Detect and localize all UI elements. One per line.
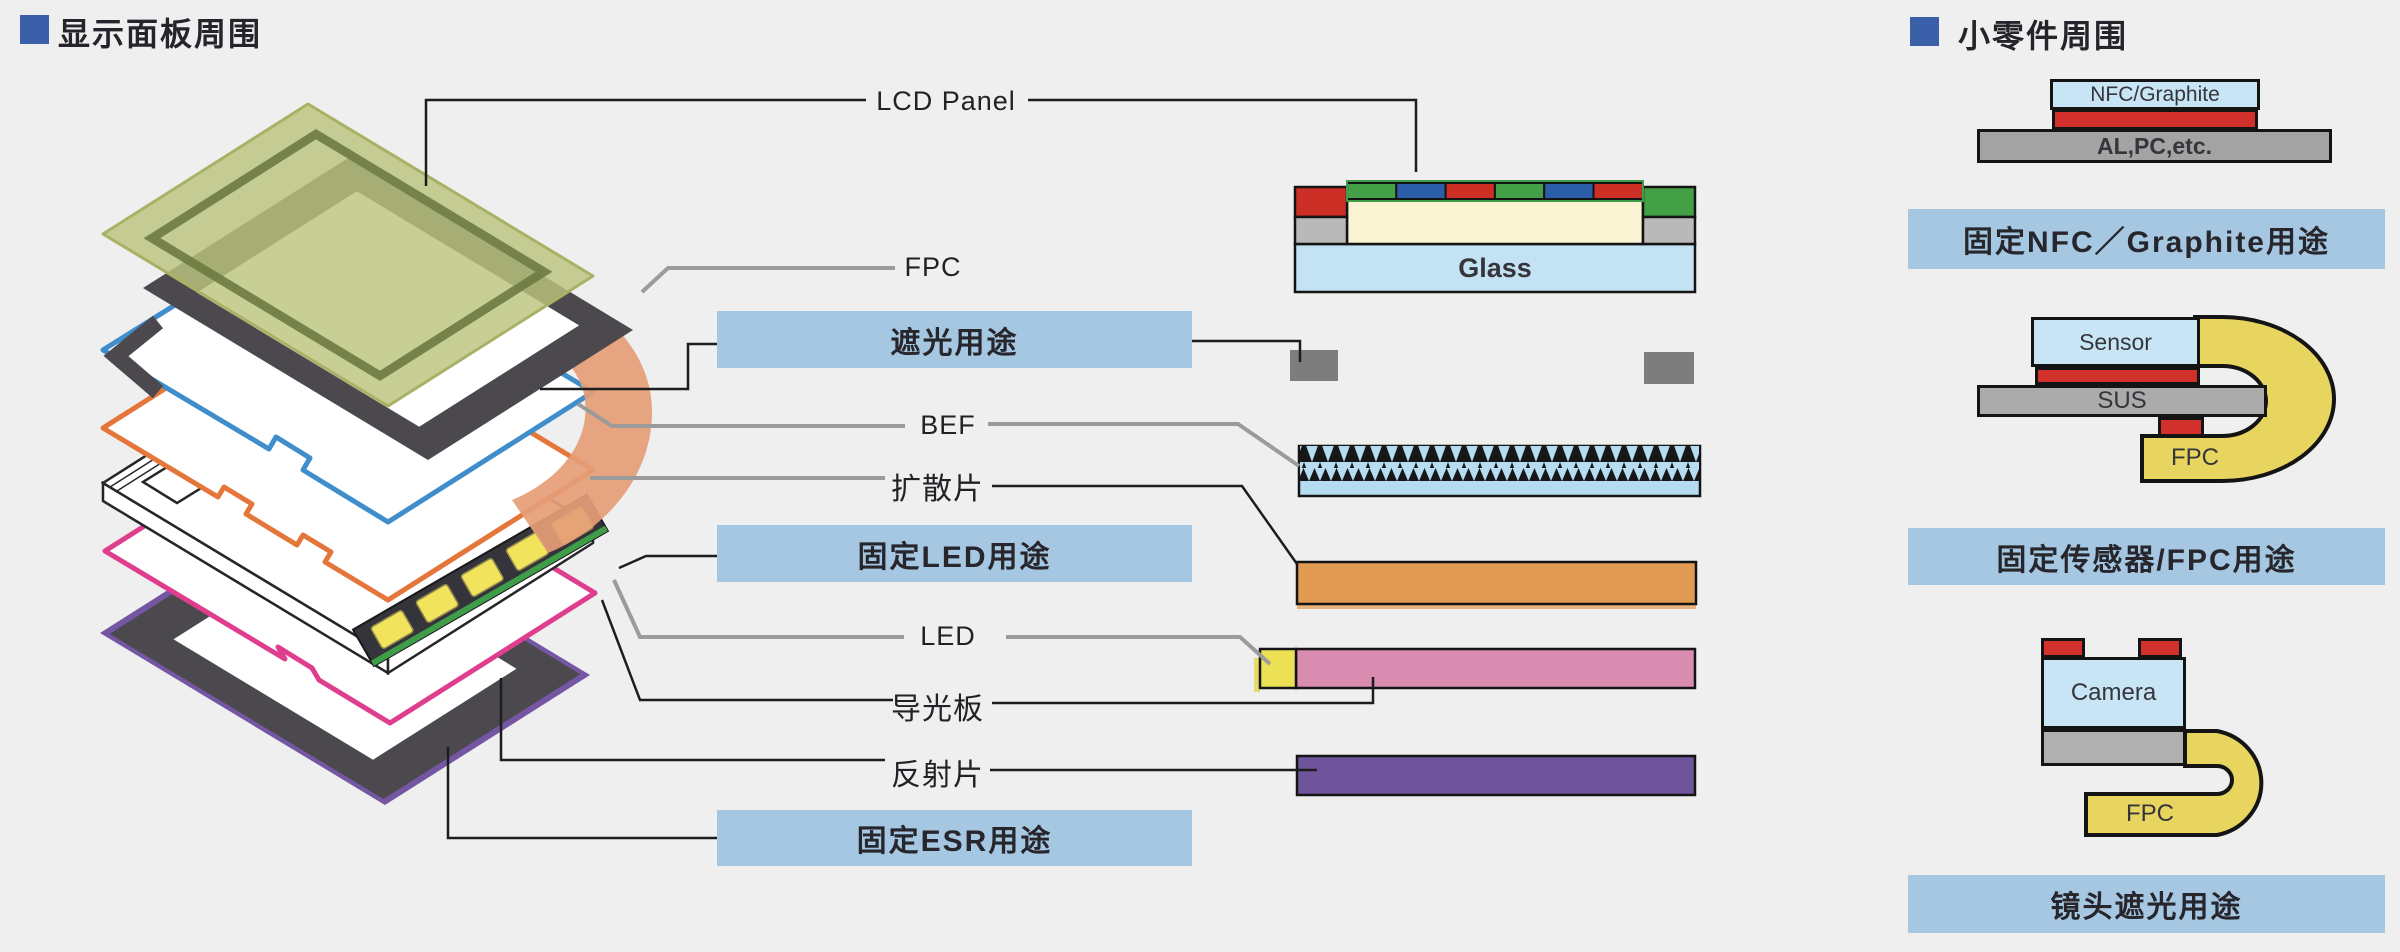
- left-section-marker-icon: [20, 15, 49, 44]
- sensor-adhesive-bottom: [2158, 417, 2204, 437]
- reflector-cross-section: [1295, 754, 1697, 797]
- label-reflector: 反射片: [891, 759, 984, 792]
- connector-lines-black: [424, 98, 1418, 840]
- nfc-base-box: AL,PC,etc.: [1977, 129, 2332, 163]
- label-led: LED: [920, 621, 976, 651]
- banner-esr-fixing: 固定ESR用途: [717, 810, 1192, 866]
- nfc-chip-box: NFC/Graphite: [2050, 79, 2260, 110]
- diffuser-cross-section: [1295, 560, 1698, 606]
- sensor-chip-box: Sensor: [2031, 317, 2200, 367]
- camera-shading-tab-left: [2041, 638, 2085, 658]
- banner-lens-shading: 镜头遮光用途: [1908, 875, 2385, 933]
- banner-sensor-fixing: 固定传感器/FPC用途: [1908, 528, 2385, 585]
- right-section-title: 小零件周围: [1958, 18, 2129, 54]
- label-fpc: FPC: [904, 252, 962, 282]
- banner-nfc-fixing: 固定NFC／Graphite用途: [1908, 209, 2385, 269]
- label-light-guide: 导光板: [891, 693, 984, 726]
- bef-cross-section: [1297, 444, 1702, 498]
- shading-block-left: [1290, 350, 1338, 381]
- sensor-fpc-label: FPC: [2171, 444, 2219, 471]
- led-cross-section: [1258, 647, 1298, 690]
- banner-led-fixing: 固定LED用途: [717, 525, 1192, 582]
- connector-lines-gray: [576, 266, 1301, 666]
- sensor-adhesive-top: [2035, 367, 2200, 385]
- camera-shading-tab-right: [2138, 638, 2182, 658]
- camera-base: [2041, 729, 2186, 766]
- label-lcd-panel: LCD Panel: [876, 86, 1016, 116]
- right-section-marker-icon: [1910, 17, 1939, 46]
- led-sliver: [1254, 658, 1260, 692]
- camera-fpc-shape: [2084, 729, 2264, 837]
- camera-fpc-label: FPC: [2126, 800, 2174, 827]
- label-bef: BEF: [920, 410, 976, 440]
- left-section-title: 显示面板周围: [58, 16, 263, 52]
- sus-plate-box: SUS: [1977, 385, 2267, 417]
- shading-block-right: [1644, 352, 1694, 384]
- light-guide-cross-section: [1294, 647, 1697, 690]
- banner-shading: 遮光用途: [717, 311, 1192, 368]
- nfc-adhesive: [2052, 109, 2258, 130]
- lcd-cross-section: [1293, 180, 1697, 294]
- peel-arrow-icon: [103, 315, 164, 399]
- label-diffuser: 扩散片: [891, 473, 984, 506]
- camera-chip-box: Camera: [2041, 657, 2186, 729]
- lcd-panel-layer: [101, 102, 595, 408]
- glass-label: Glass: [1458, 252, 1532, 283]
